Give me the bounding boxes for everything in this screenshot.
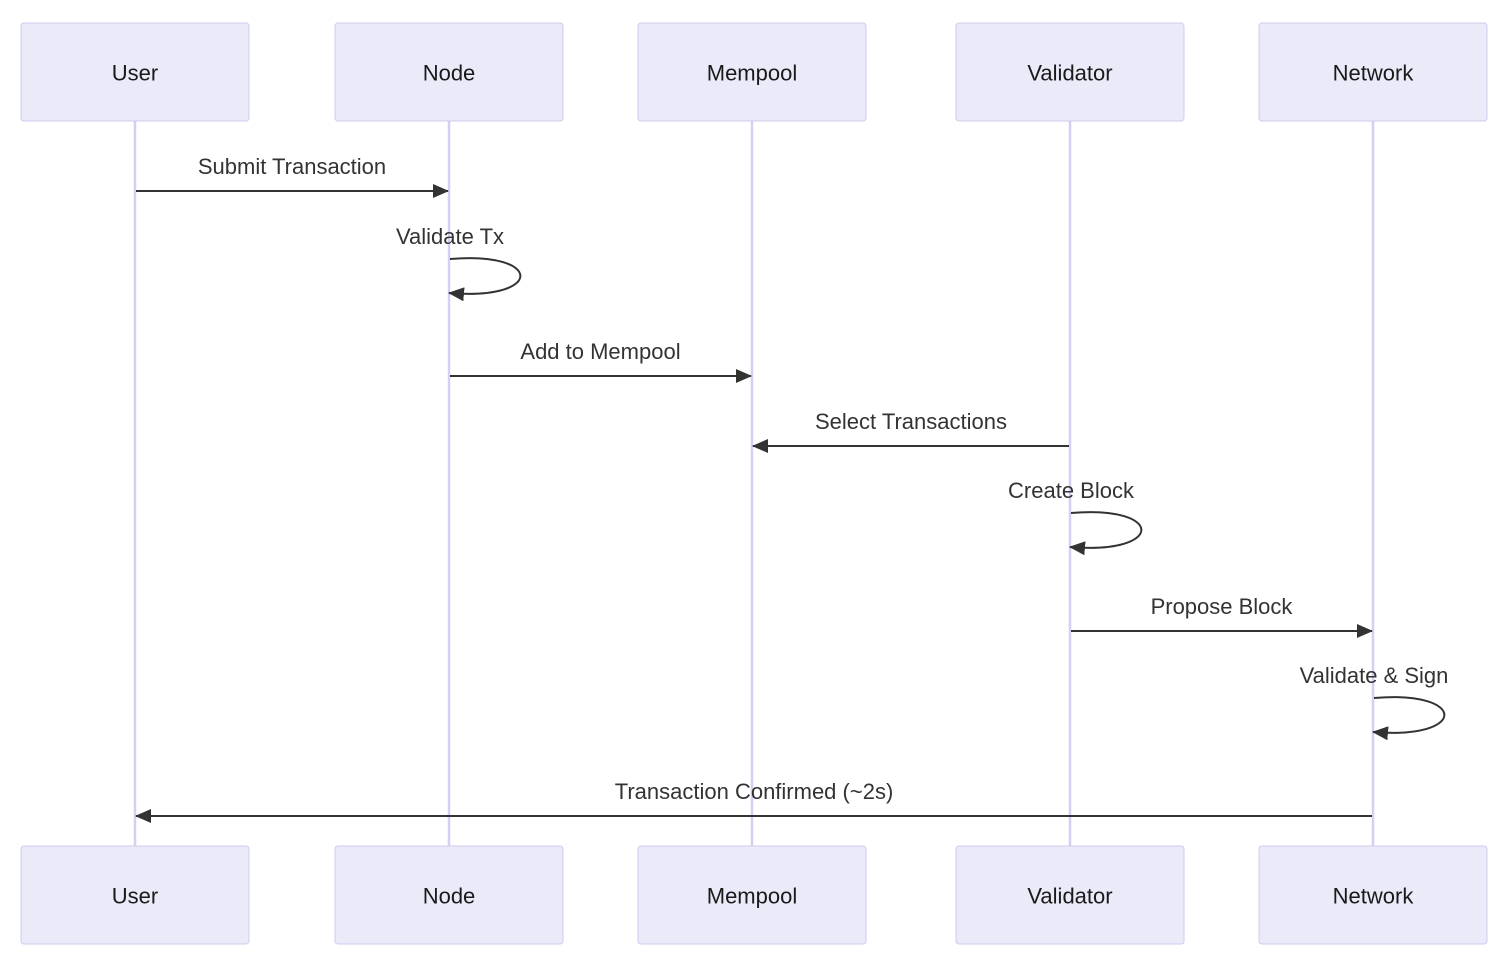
participant-label: Node <box>423 61 476 86</box>
participant-box <box>334 22 564 122</box>
participant-network-top[interactable]: Network <box>1258 22 1488 122</box>
message-2: Validate Tx <box>396 224 522 302</box>
participant-validator-top[interactable]: Validator <box>955 22 1185 122</box>
participant-label: Mempool <box>707 61 797 86</box>
message-4: Select Transactions <box>752 409 1069 453</box>
self-message-arrow <box>1069 511 1143 556</box>
participant-box <box>334 845 564 945</box>
message-label: Propose Block <box>1151 594 1294 619</box>
participant-box <box>637 22 867 122</box>
message-label: Validate Tx <box>396 224 504 249</box>
participant-node-bottom[interactable]: Node <box>334 845 564 945</box>
message-8: Transaction Confirmed (~2s) <box>135 779 1372 823</box>
participant-label: Network <box>1333 61 1415 86</box>
participant-label: Network <box>1333 884 1415 909</box>
participant-box <box>20 22 250 122</box>
message-5: Create Block <box>1008 478 1143 556</box>
participant-box <box>955 845 1185 945</box>
participant-user-bottom[interactable]: User <box>20 845 250 945</box>
participant-node-top[interactable]: Node <box>334 22 564 122</box>
participant-box <box>637 845 867 945</box>
participant-label: Validator <box>1027 61 1112 86</box>
message-label: Transaction Confirmed (~2s) <box>615 779 894 804</box>
participants: UserUserNodeNodeMempoolMempoolValidatorV… <box>20 22 1488 945</box>
participant-box <box>955 22 1185 122</box>
self-message-arrow <box>1372 696 1446 741</box>
participant-user-top[interactable]: User <box>20 22 250 122</box>
participant-box <box>20 845 250 945</box>
participant-label: Mempool <box>707 884 797 909</box>
message-label: Create Block <box>1008 478 1135 503</box>
message-label: Submit Transaction <box>198 154 386 179</box>
participant-label: User <box>112 884 158 909</box>
message-label: Select Transactions <box>815 409 1007 434</box>
participant-box <box>1258 845 1488 945</box>
message-6: Propose Block <box>1071 594 1373 638</box>
self-message-arrow <box>448 257 522 302</box>
participant-mempool-top[interactable]: Mempool <box>637 22 867 122</box>
participant-label: Node <box>423 884 476 909</box>
participant-box <box>1258 22 1488 122</box>
message-label: Validate & Sign <box>1300 663 1449 688</box>
participant-label: Validator <box>1027 884 1112 909</box>
message-3: Add to Mempool <box>450 339 752 383</box>
message-label: Add to Mempool <box>520 339 680 364</box>
lifelines <box>133 121 1375 846</box>
message-1: Submit Transaction <box>136 154 449 198</box>
message-7: Validate & Sign <box>1300 663 1449 741</box>
participant-label: User <box>112 61 158 86</box>
participant-mempool-bottom[interactable]: Mempool <box>637 845 867 945</box>
participant-validator-bottom[interactable]: Validator <box>955 845 1185 945</box>
participant-network-bottom[interactable]: Network <box>1258 845 1488 945</box>
